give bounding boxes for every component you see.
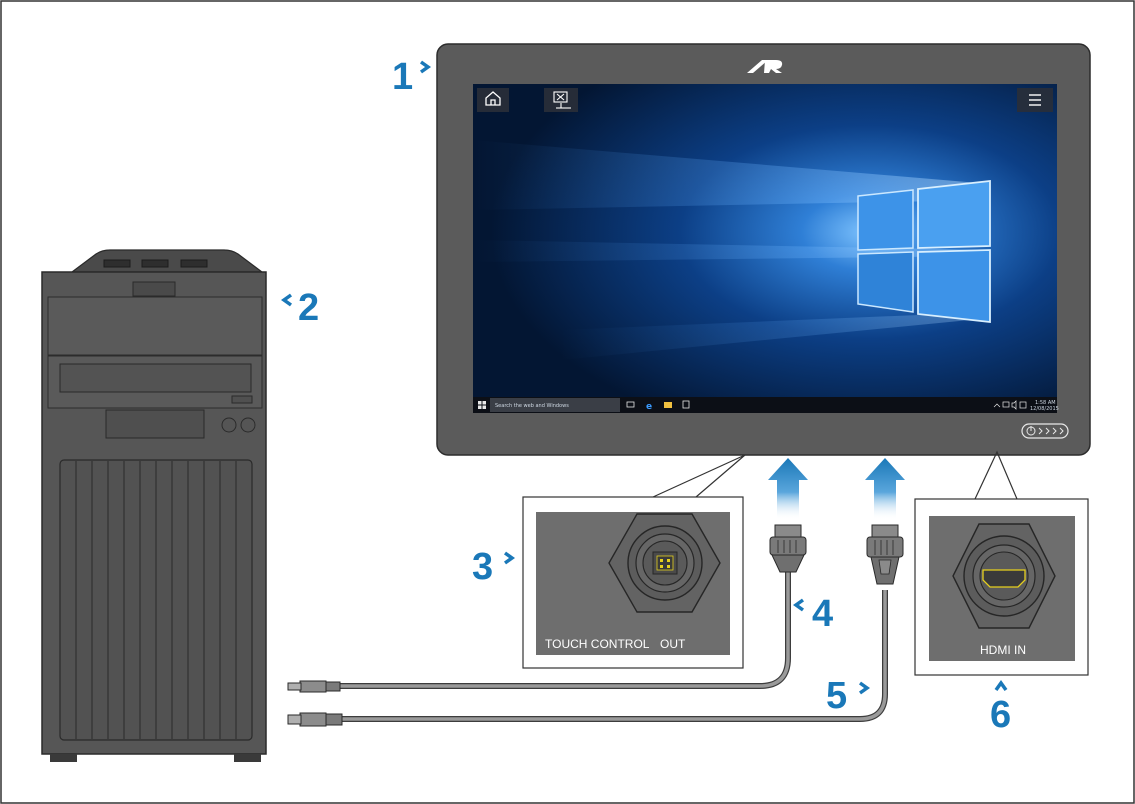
hdmi-in-panel: HDMI IN: [914, 498, 1089, 676]
menu-button[interactable]: [1017, 88, 1053, 112]
taskbar: Search the web and Windows e 1:58 AM 12/…: [473, 397, 1059, 413]
pc-tower: [41, 249, 267, 762]
store-icon[interactable]: [682, 400, 690, 409]
callout-6-number: 6: [990, 694, 1011, 736]
callout-6-chevron: [994, 679, 1008, 692]
hdmi-connect-arrow: [865, 458, 905, 520]
callout-4-number: 4: [812, 593, 833, 635]
callout-3-chevron: [503, 551, 516, 565]
taskbar-search-box[interactable]: [490, 398, 620, 412]
callout-5-chevron: [858, 681, 871, 695]
callout-2: 2: [280, 287, 319, 329]
callout-5-number: 5: [826, 675, 847, 717]
callout-3-number: 3: [472, 546, 493, 588]
callout-1-chevron: [419, 60, 432, 74]
touch-control-panel: TOUCH CONTROL OUT: [522, 496, 744, 669]
close-app-icon: [553, 91, 571, 109]
callout-6: 6: [990, 679, 1011, 736]
callout-1: 1: [392, 56, 432, 98]
callout-5: 5: [826, 675, 871, 717]
taskbar-clock-date: 12/08/2015: [1030, 406, 1059, 412]
windows-logo: [857, 179, 991, 324]
usb-connect-arrow: [768, 458, 808, 520]
brand-logo: [747, 60, 783, 73]
touch-control-label: TOUCH CONTROL: [545, 637, 650, 651]
callout-3: 3: [472, 546, 516, 588]
monitor: Search the web and Windows e 1:58 AM 12/…: [436, 43, 1091, 456]
home-button[interactable]: [477, 88, 509, 112]
power-button[interactable]: [1021, 423, 1069, 439]
hdmi-in-label: HDMI IN: [980, 643, 1026, 657]
taskbar-search-placeholder: Search the web and Windows: [495, 403, 569, 409]
start-icon[interactable]: [478, 401, 486, 409]
callout-2-number: 2: [298, 287, 319, 329]
menu-icon: [1029, 94, 1041, 106]
taskbar-clock-time: 1:58 AM: [1035, 400, 1056, 406]
home-icon: [485, 91, 501, 106]
system-tray-icons: [993, 400, 1027, 410]
touch-control-out-label: OUT: [660, 637, 686, 651]
callout-4: 4: [792, 593, 833, 635]
usb-cable: [287, 524, 807, 693]
edge-icon[interactable]: e: [646, 402, 652, 412]
monitor-screen[interactable]: Search the web and Windows e 1:58 AM 12/…: [473, 84, 1059, 413]
hdmi-cable: [287, 524, 904, 727]
hdmi-port-icon: [982, 569, 1026, 588]
file-explorer-icon[interactable]: [664, 402, 672, 408]
callout-1-number: 1: [392, 56, 413, 98]
usb-b-port-icon: [652, 551, 678, 575]
task-view-icon[interactable]: [626, 401, 635, 408]
callout-2-chevron: [280, 293, 293, 307]
callout-4-chevron: [792, 598, 805, 612]
zoom-leader-lines: [652, 450, 1018, 500]
close-app-button[interactable]: [544, 88, 578, 112]
